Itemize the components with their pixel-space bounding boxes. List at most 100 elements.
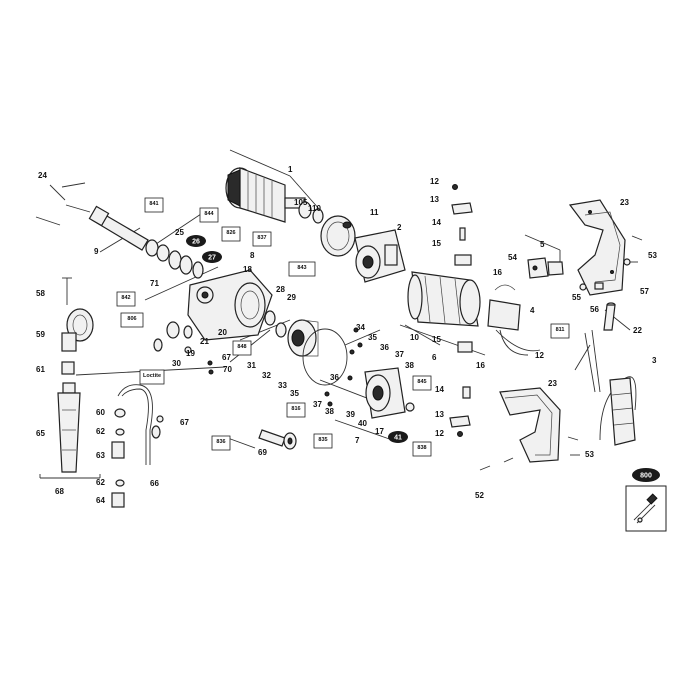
label-36b: 36 [330, 373, 339, 382]
label-65: 65 [36, 429, 45, 438]
svg-text:826: 826 [226, 230, 235, 236]
switch-parts [527, 257, 631, 291]
screws-52 [479, 457, 514, 471]
label-11: 11 [370, 208, 379, 217]
bubble-26: 26 [186, 235, 206, 247]
label-13b: 13 [435, 410, 444, 419]
label-29: 29 [287, 293, 296, 302]
label-22: 22 [633, 326, 642, 335]
label-20: 20 [218, 328, 227, 337]
label-40: 40 [358, 419, 367, 428]
label-38a: 38 [405, 361, 414, 370]
label-35b: 35 [290, 389, 299, 398]
armature [225, 167, 324, 224]
svg-text:843: 843 [297, 265, 306, 271]
label-110: 110 [308, 204, 321, 213]
label-12c: 12 [435, 429, 444, 438]
label-52: 52 [475, 491, 484, 500]
label-23a: 23 [620, 198, 629, 207]
svg-text:844: 844 [204, 211, 214, 217]
label-21: 21 [200, 337, 209, 346]
label-53b: 53 [585, 450, 594, 459]
label-58: 58 [36, 289, 45, 298]
label-2: 2 [397, 223, 402, 232]
svg-text:Loctite: Loctite [143, 373, 161, 379]
label-61: 61 [36, 365, 45, 374]
seal-28 [264, 310, 276, 326]
label-64: 64 [96, 496, 105, 505]
label-36a: 36 [380, 343, 389, 352]
brush-assembly [454, 254, 541, 356]
label-14a: 14 [432, 218, 441, 227]
stator [407, 271, 481, 327]
spindle [88, 205, 170, 262]
label-38b: 38 [325, 407, 334, 416]
label-54: 54 [508, 253, 517, 262]
label-10: 10 [410, 333, 419, 342]
label-71: 71 [150, 279, 159, 288]
brush-cover-parts-lower [449, 386, 471, 437]
tag-826: 826 [221, 226, 241, 242]
brush-cover-parts-upper [451, 184, 473, 241]
label-12a: 12 [430, 177, 439, 186]
label-37b: 37 [313, 400, 322, 409]
tag-806: 806 [120, 312, 144, 328]
label-70: 70 [223, 365, 232, 374]
tag-844: 844 [199, 207, 219, 223]
label-35a: 35 [368, 333, 377, 342]
tag-843: 843 [288, 261, 316, 277]
svg-text:837: 837 [257, 235, 266, 241]
bubble-800: 800 [632, 468, 660, 482]
label-53a: 53 [648, 251, 657, 260]
label-67b: 67 [180, 418, 189, 427]
label-28: 28 [276, 285, 285, 294]
water-hose-66 [117, 384, 161, 465]
side-handle-65 [57, 382, 81, 473]
label-13a: 13 [430, 195, 439, 204]
field-ring [320, 215, 356, 257]
small-parts-67-70 [207, 360, 214, 375]
clutch-assembly [364, 367, 415, 419]
tag-816: 816 [286, 402, 306, 418]
tag-841: 841 [144, 197, 164, 213]
tag-848: 848 [232, 340, 252, 356]
knob-61 [61, 361, 75, 375]
label-68: 68 [55, 487, 64, 496]
svg-text:835: 835 [318, 437, 327, 443]
label-8: 8 [250, 251, 255, 260]
gear-rings [168, 250, 204, 279]
label-18: 18 [243, 265, 252, 274]
svg-text:838: 838 [417, 445, 426, 451]
svg-text:845: 845 [417, 379, 426, 385]
label-9: 9 [94, 247, 99, 256]
label-24: 24 [38, 171, 47, 180]
label-23b: 23 [548, 379, 557, 388]
label-67a: 67 [222, 353, 231, 362]
box-800 [625, 485, 667, 532]
label-16b: 16 [476, 361, 485, 370]
label-16a: 16 [493, 268, 502, 277]
o-ring-33 [302, 328, 348, 386]
label-12b: 12 [535, 351, 544, 360]
label-5: 5 [540, 240, 545, 249]
fittings [111, 408, 164, 508]
label-14b: 14 [435, 385, 444, 394]
tag-838: 838 [412, 441, 432, 457]
bubble-26-text: 26 [192, 239, 200, 246]
label-32: 32 [262, 371, 271, 380]
label-17: 17 [375, 427, 384, 436]
svg-text:806: 806 [127, 316, 136, 322]
label-33: 33 [278, 381, 287, 390]
svg-text:848: 848 [237, 344, 246, 350]
bolts-24 [35, 182, 91, 226]
label-7: 7 [355, 436, 360, 445]
label-30: 30 [172, 359, 181, 368]
gear-housing [187, 269, 273, 341]
svg-text:842: 842 [121, 295, 130, 301]
label-34: 34 [356, 323, 365, 332]
label-1: 1 [288, 165, 293, 174]
power-cable [584, 329, 637, 446]
label-25: 25 [175, 228, 184, 237]
label-69: 69 [258, 448, 267, 457]
label-60: 60 [96, 408, 105, 417]
